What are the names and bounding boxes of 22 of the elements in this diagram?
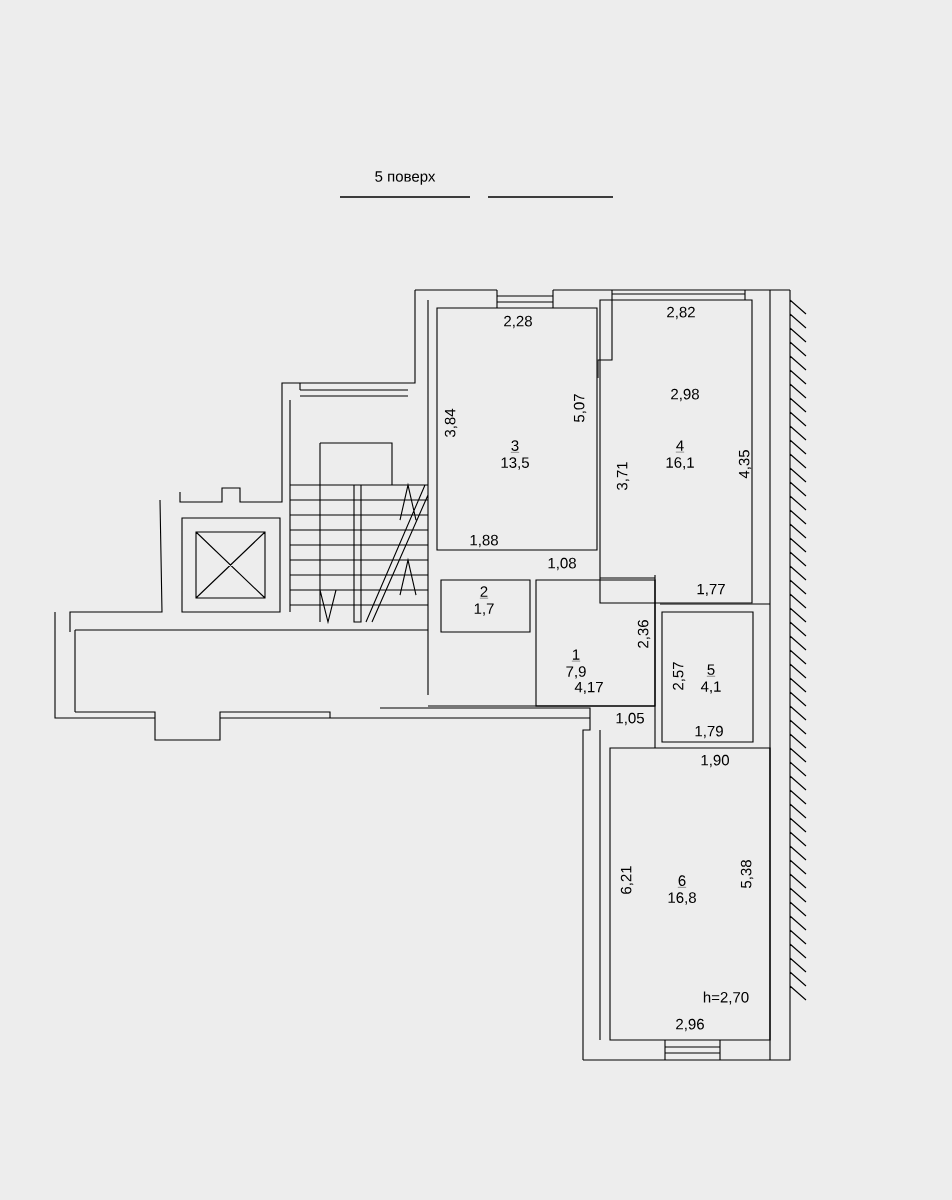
dimension-label: 2,36 xyxy=(637,620,651,648)
dimension-label: h=2,70 xyxy=(703,991,749,1005)
dimension-label: 4,17 xyxy=(574,681,603,695)
dimension-label: 1,77 xyxy=(697,583,725,597)
dimension-label: 1,79 xyxy=(695,725,723,739)
dimension-label: 1,88 xyxy=(470,534,498,548)
dimension-label: 5,07 xyxy=(573,394,587,422)
dimension-label: 4,35 xyxy=(738,450,752,479)
dimension-label: 1,08 xyxy=(548,557,576,571)
dimension-label: 5,38 xyxy=(740,860,754,888)
room: 2 1,7 xyxy=(440,579,531,633)
dimension-label: 2,96 xyxy=(676,1018,704,1032)
dimension-label: 2,28 xyxy=(504,315,532,329)
dimension-label: 6,21 xyxy=(620,866,634,894)
dimension-label: 3,84 xyxy=(444,408,458,438)
floor-title: 5 поверх xyxy=(375,171,436,185)
dimension-label: 1,05 xyxy=(616,712,644,726)
dimension-label: 2,98 xyxy=(671,388,699,402)
dimension-label: 2,57 xyxy=(672,662,686,690)
dimension-label: 2,82 xyxy=(667,306,695,320)
dimension-label: 3,71 xyxy=(616,462,630,491)
dimension-label: 1,90 xyxy=(701,754,729,768)
